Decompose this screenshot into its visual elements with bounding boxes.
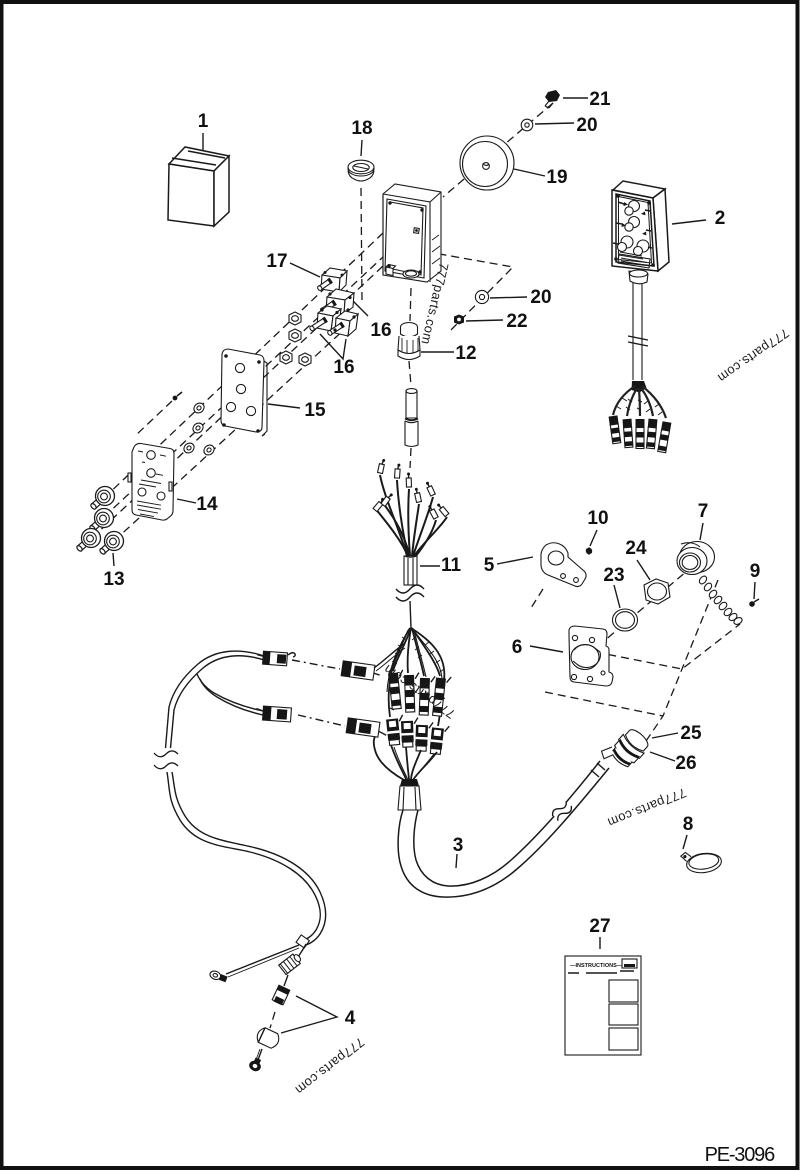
- svg-text:2: 2: [715, 208, 726, 229]
- svg-text:19: 19: [546, 167, 567, 188]
- svg-text:20: 20: [530, 287, 551, 308]
- svg-text:17: 17: [266, 251, 287, 272]
- svg-text:—INSTRUCTIONS—: —INSTRUCTIONS—: [570, 963, 623, 969]
- svg-text:5: 5: [484, 555, 495, 576]
- svg-text:24: 24: [625, 538, 647, 559]
- svg-text:10: 10: [587, 508, 608, 529]
- svg-text:8: 8: [683, 814, 694, 835]
- svg-text:14: 14: [196, 494, 218, 515]
- svg-text:20: 20: [576, 115, 597, 136]
- svg-text:22: 22: [506, 311, 527, 332]
- svg-text:23: 23: [603, 565, 624, 586]
- svg-text:7: 7: [698, 501, 709, 522]
- svg-text:27: 27: [589, 916, 610, 937]
- svg-text:PE-3096: PE-3096: [705, 1144, 776, 1166]
- svg-text:3: 3: [453, 835, 464, 856]
- svg-text:13: 13: [103, 569, 124, 590]
- svg-text:12: 12: [455, 343, 476, 364]
- svg-text:21: 21: [589, 89, 611, 110]
- svg-text:1: 1: [198, 111, 209, 132]
- svg-text:11: 11: [441, 555, 462, 576]
- svg-text:15: 15: [304, 400, 326, 421]
- svg-text:6: 6: [512, 637, 523, 658]
- svg-text:26: 26: [675, 753, 696, 774]
- svg-text:16: 16: [333, 357, 354, 378]
- svg-text:4: 4: [345, 1008, 356, 1029]
- svg-text:9: 9: [750, 561, 761, 582]
- svg-text:18: 18: [351, 118, 372, 139]
- svg-text:16: 16: [370, 320, 391, 341]
- svg-text:25: 25: [680, 723, 702, 744]
